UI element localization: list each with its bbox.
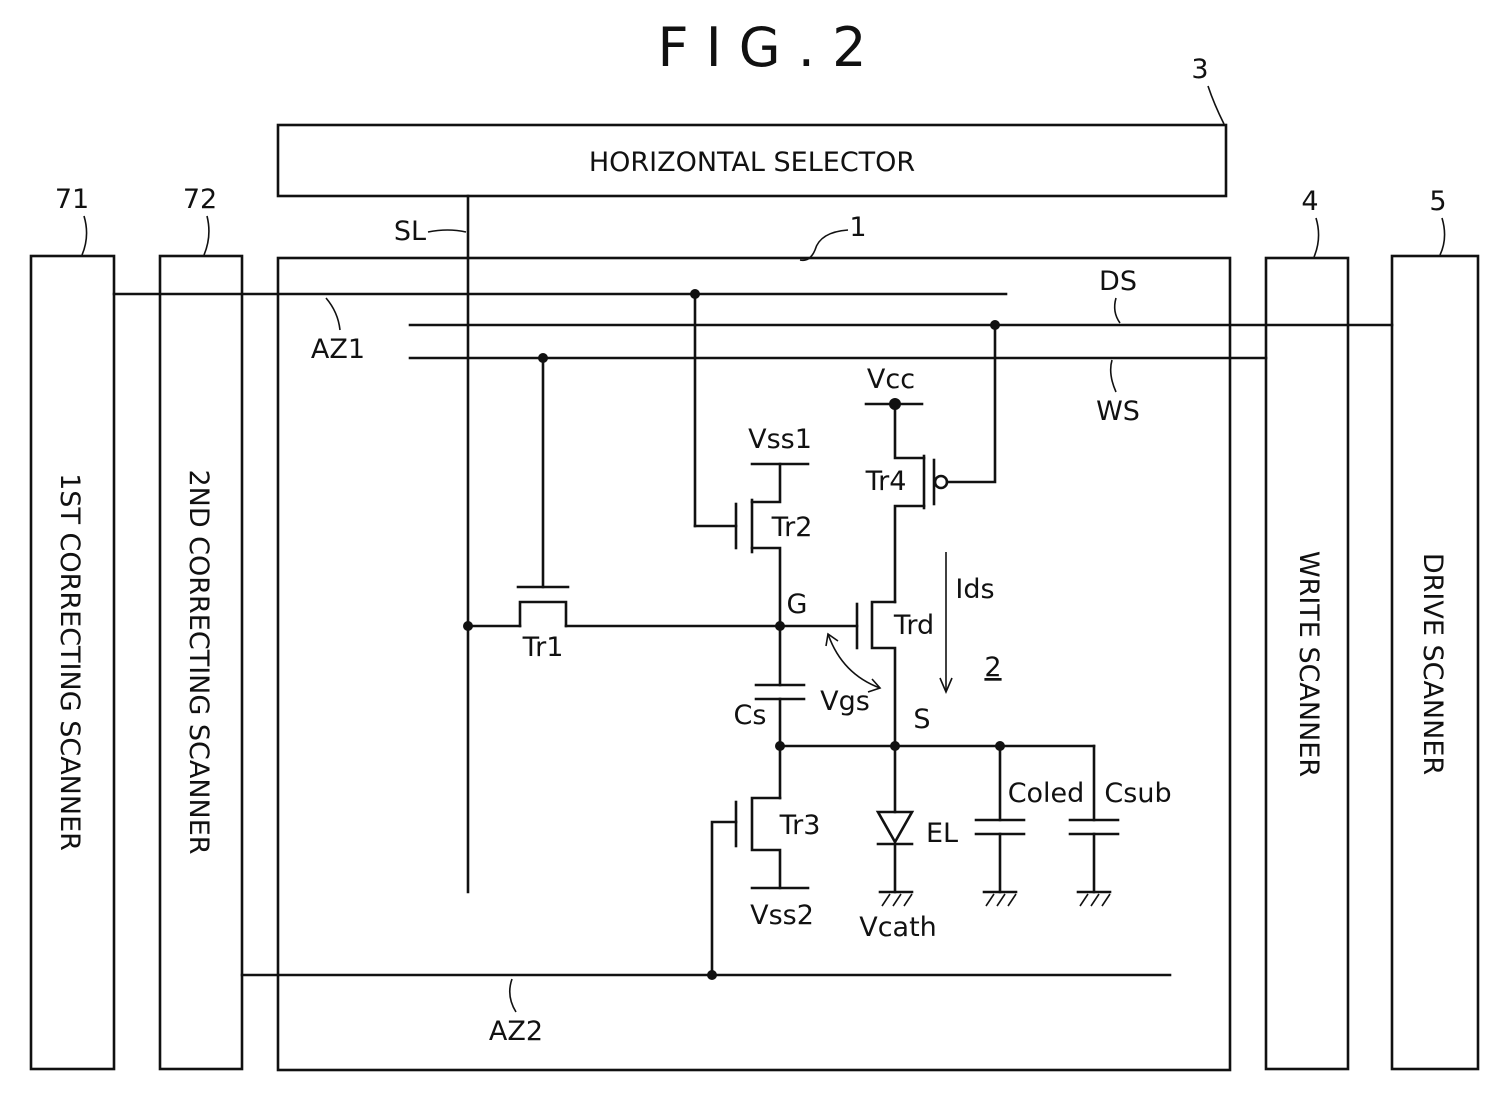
junction-ds-tr4 xyxy=(990,320,1000,330)
scanner-1st-leader xyxy=(82,216,87,255)
vss2-label: Vss2 xyxy=(750,900,814,931)
vcath-ground-hatch xyxy=(882,894,912,906)
junction-az1-tr2 xyxy=(690,289,700,299)
figure-title: F I G . 2 xyxy=(657,16,866,79)
scanner-1st-label: 1ST CORRECTING SCANNER xyxy=(54,473,85,851)
junction-vcc xyxy=(889,398,901,410)
tr2-source xyxy=(752,548,780,626)
tr3-channel xyxy=(752,798,780,888)
junction-coled xyxy=(995,741,1005,751)
junction-g-node xyxy=(775,621,785,631)
junction-az2-tr3 xyxy=(707,970,717,980)
ds-leader xyxy=(1115,298,1120,323)
tr4-source xyxy=(895,404,924,458)
junction-ws-tr1 xyxy=(538,353,548,363)
vcc-label: Vcc xyxy=(867,364,915,395)
scanner-2nd-ref: 72 xyxy=(183,184,217,215)
az1-label: AZ1 xyxy=(311,334,365,365)
vss1-label: Vss1 xyxy=(748,424,812,455)
az2-leader xyxy=(510,979,516,1012)
tr4-gate-wire xyxy=(947,325,995,482)
tr2-label: Tr2 xyxy=(771,512,813,543)
scanner-1st-ref: 71 xyxy=(55,184,89,215)
write-scanner-label: WRITE SCANNER xyxy=(1293,551,1324,777)
g-node-label: G xyxy=(787,589,808,620)
drive-scanner-label: DRIVE SCANNER xyxy=(1417,553,1448,775)
tr4-drain xyxy=(895,506,924,602)
scanner-2nd-leader xyxy=(204,216,209,255)
ds-label: DS xyxy=(1099,266,1137,297)
az1-leader xyxy=(326,298,340,330)
horizontal-selector-label: HORIZONTAL SELECTOR xyxy=(589,147,915,178)
sl-label: SL xyxy=(394,216,426,247)
tr2-drain xyxy=(752,464,780,502)
tr1-label: Tr1 xyxy=(522,632,564,663)
sl-leader xyxy=(428,230,466,232)
el-diode-triangle xyxy=(878,812,912,842)
write-scanner-leader xyxy=(1314,218,1319,257)
junction-sl-tr1 xyxy=(463,621,473,631)
tr3-label: Tr3 xyxy=(779,810,821,841)
ws-label: WS xyxy=(1096,396,1140,427)
pixel-array-leader xyxy=(800,230,848,260)
csub-ground-hatch xyxy=(1080,894,1110,906)
horizontal-selector-leader xyxy=(1208,86,1224,124)
trd-channel xyxy=(872,602,895,746)
coled-label: Coled xyxy=(1008,778,1085,809)
s-node-label: S xyxy=(913,704,930,735)
tr3-gate-wire xyxy=(712,822,736,975)
tr4-gate-bubble xyxy=(935,476,947,488)
pixel-array-ref: 1 xyxy=(849,212,866,243)
drive-scanner-leader xyxy=(1440,218,1445,255)
ws-leader xyxy=(1111,360,1116,392)
el-label: EL xyxy=(926,818,958,849)
trd-label: Trd xyxy=(893,610,934,641)
junction-s-node xyxy=(890,741,900,751)
horizontal-selector-ref: 3 xyxy=(1191,54,1208,85)
drive-scanner-ref: 5 xyxy=(1429,186,1446,217)
write-scanner-ref: 4 xyxy=(1301,186,1318,217)
coled-ground-hatch xyxy=(986,894,1016,906)
csub-label: Csub xyxy=(1104,778,1171,809)
vcath-label: Vcath xyxy=(859,912,937,943)
cs-label: Cs xyxy=(734,700,767,731)
az2-label: AZ2 xyxy=(489,1016,543,1047)
ids-label: Ids xyxy=(955,574,994,605)
tr4-label: Tr4 xyxy=(865,466,907,497)
pixel-ref-label: 2 xyxy=(984,652,1001,683)
tr1-channel xyxy=(520,602,566,626)
pixel-array-block xyxy=(278,258,1230,1070)
scanner-2nd-label: 2ND CORRECTING SCANNER xyxy=(183,469,214,854)
vgs-label: Vgs xyxy=(820,686,870,717)
junction-cs-tr3 xyxy=(775,741,785,751)
